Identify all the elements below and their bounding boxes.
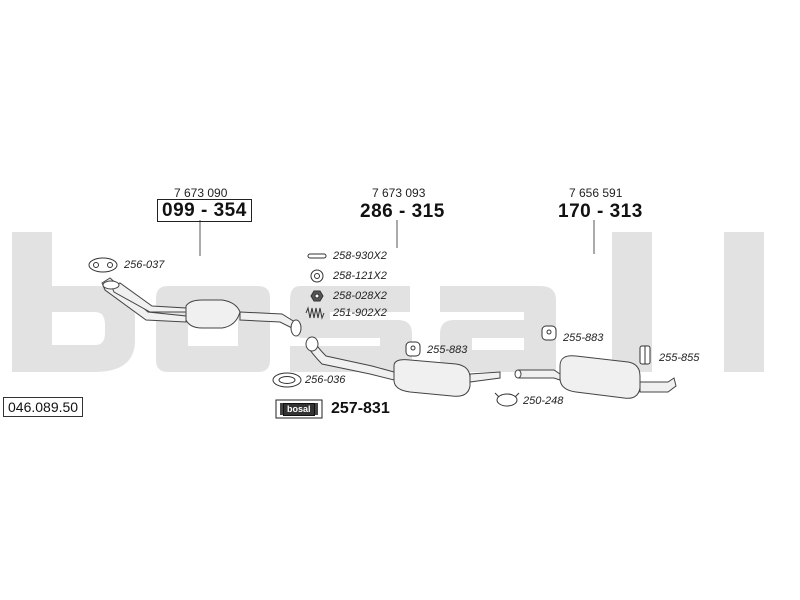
part-number-front-pipe: 099 - 354	[157, 199, 252, 222]
leader-lines	[199, 220, 595, 256]
hardware-label-255-883-rear: 255-883	[563, 332, 604, 344]
washer-icon	[310, 269, 324, 283]
front-pipe-catalyst	[101, 277, 302, 337]
hardware-label-258-121x2: 258-121X2	[333, 270, 387, 282]
oem-number-2: 7 673 093	[372, 186, 426, 200]
catalog-code: 046.089.50	[3, 397, 84, 417]
oem-number-1: 7 673 090	[174, 186, 228, 200]
spring-icon	[305, 306, 325, 320]
clamp-icon	[494, 392, 520, 407]
hardware-label-255-883-middle: 255-883	[427, 344, 468, 356]
gasket-icon	[88, 257, 118, 273]
ring-gasket-icon	[272, 372, 302, 388]
hardware-label-255-855: 255-855	[659, 352, 700, 364]
part-number-rear-silencer: 170 - 313	[558, 201, 643, 222]
hardware-label-250-248: 250-248	[523, 395, 564, 407]
hardware-label-256-036: 256-036	[305, 374, 346, 386]
mounting-kit-badge: bosal	[283, 403, 315, 416]
nut-icon	[310, 290, 324, 302]
bolt-icon	[307, 253, 327, 259]
hardware-label-258-930x2: 258-930X2	[333, 250, 387, 262]
hardware-label-256-037: 256-037	[124, 259, 165, 271]
rubber-hanger-icon	[541, 325, 557, 341]
hardware-label-251-902x2: 251-902X2	[333, 307, 387, 319]
oem-number-3: 7 656 591	[569, 186, 623, 200]
bracket-hanger-icon	[639, 345, 651, 365]
rubber-hanger-icon	[405, 341, 421, 357]
mounting-kit-part-number: 257-831	[331, 400, 390, 417]
middle-pipe-silencer	[305, 336, 501, 397]
rear-silencer	[514, 355, 677, 399]
part-number-middle-silencer: 286 - 315	[360, 201, 445, 222]
hardware-label-258-028x2: 258-028X2	[333, 290, 387, 302]
